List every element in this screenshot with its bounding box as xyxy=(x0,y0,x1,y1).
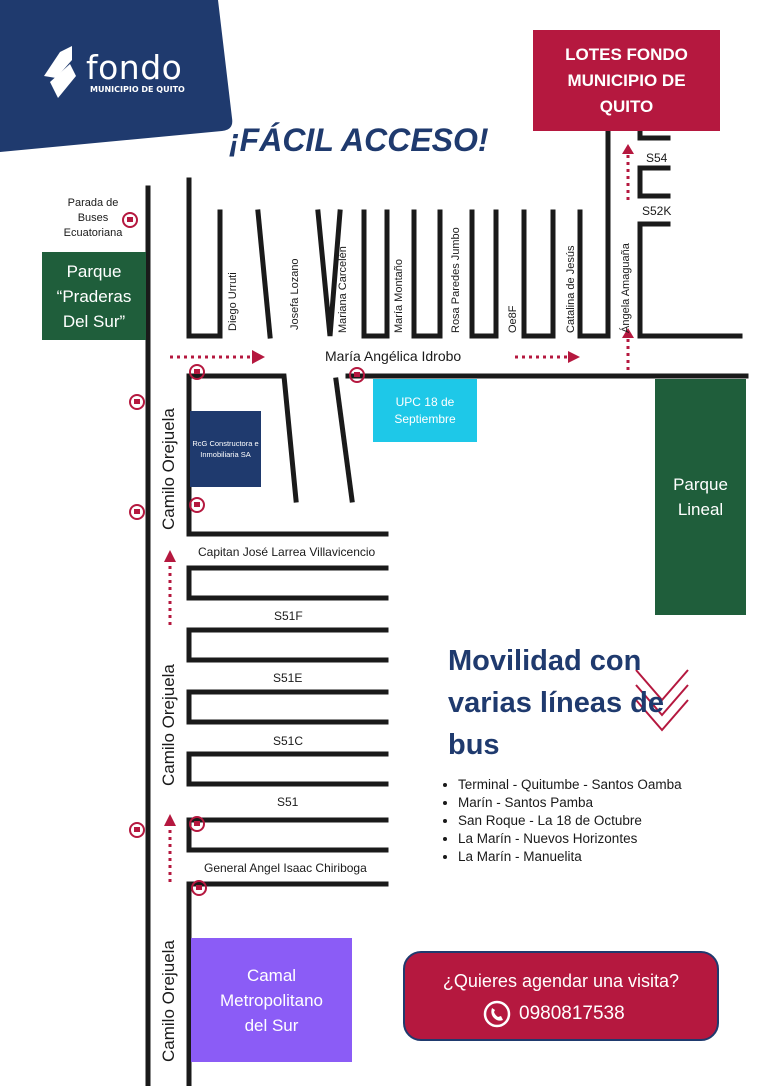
road-s51c-block xyxy=(186,689,389,725)
street-mariana: Mariana Carcelén xyxy=(337,246,349,333)
camal-box: Camal Metropolitano del Sur xyxy=(191,938,352,1062)
street-s51e: S51E xyxy=(273,671,303,685)
street-capitan: Capitan José Larrea Villavicencio xyxy=(198,545,376,559)
road-s54 xyxy=(637,165,671,199)
cta-question: ¿Quieres agendar una visita? xyxy=(442,971,680,991)
street-s52k: S52K xyxy=(642,204,672,218)
road-josefa-segment xyxy=(255,209,273,339)
street-josefa: Josefa Lozano xyxy=(289,258,301,330)
chevron-down-icon xyxy=(635,669,689,732)
street-maria-angelica: María Angélica Idrobo xyxy=(325,348,462,364)
bus-stop-label: Parada de Buses Ecuatoriana xyxy=(63,197,123,239)
road-rosa-paredes xyxy=(469,209,499,339)
road-diego-urruti xyxy=(186,177,223,339)
cta-phone[interactable]: 0980817538 xyxy=(519,1003,625,1024)
road-capitan-north xyxy=(186,373,389,537)
list-item: Terminal - Quitumbe - Santos Oamba xyxy=(458,776,682,794)
list-item: Marín - Santos Pamba xyxy=(458,794,682,812)
road-s51e-block xyxy=(186,627,389,663)
road-s51-block xyxy=(186,751,389,787)
lots-box: LOTES FONDO MUNICIPIO DE QUITO xyxy=(533,30,720,131)
road-maria-montano xyxy=(411,209,443,339)
dotted-arrow-icon xyxy=(168,152,630,882)
park-lineal-label: Parque Lineal xyxy=(673,475,728,519)
street-rosa: Rosa Paredes Jumbo xyxy=(450,227,462,333)
street-s51f: S51F xyxy=(274,609,303,623)
logo-icon xyxy=(44,46,76,98)
headline: ¡FÁCIL ACCESO! xyxy=(229,122,489,158)
upc-label: UPC 18 de Septiembre xyxy=(394,394,456,426)
road-s51-lower xyxy=(186,817,389,853)
road-upc-diagonal xyxy=(333,377,355,503)
mobility-title: Movilidad con varias líneas de bus xyxy=(448,645,665,761)
road-josefa-lozano xyxy=(315,209,343,337)
lots-box-text: LOTES FONDO MUNICIPIO DE QUITO xyxy=(565,44,688,116)
street-catalina: Catalina de Jesús xyxy=(565,245,577,333)
street-oe8f: Oe8F xyxy=(507,305,519,333)
brand-subtitle: MUNICIPIO DE QUITO xyxy=(90,85,185,94)
park-praderas-label: Parque “Praderas Del Sur” xyxy=(56,261,132,331)
road-oe8f xyxy=(521,209,556,339)
street-s54: S54 xyxy=(646,151,668,165)
constructora-label: RcG Constructora e Inmobiliaria SA xyxy=(192,439,259,459)
street-maria-montano: María Montaño xyxy=(393,259,405,333)
park-praderas: Parque “Praderas Del Sur” xyxy=(42,252,146,340)
whatsapp-icon xyxy=(483,1000,511,1028)
road-mariana-carcelen xyxy=(361,209,390,339)
constructora-box: RcG Constructora e Inmobiliaria SA xyxy=(190,411,261,487)
road-general-chiriboga xyxy=(186,881,389,1086)
route-list: Terminal - Quitumbe - Santos Oamba Marín… xyxy=(440,776,682,866)
street-general: General Angel Isaac Chiriboga xyxy=(204,861,367,875)
brand-name: fondo xyxy=(86,48,183,87)
list-item: La Marín - Nuevos Horizontes xyxy=(458,830,682,848)
street-angela: Ángela Amaguaña xyxy=(620,243,632,333)
street-s51c: S51C xyxy=(273,734,304,748)
arrow-heads xyxy=(164,144,634,826)
street-diego: Diego Urruti xyxy=(227,272,239,331)
road-catalina xyxy=(577,129,611,339)
road-s54-top xyxy=(637,129,671,141)
list-item: San Roque - La 18 de Octubre xyxy=(458,812,682,830)
street-camilo-bottom: Camilo Orejuela xyxy=(159,940,178,1062)
bus-stop-pin-icon xyxy=(122,212,365,896)
street-s51: S51 xyxy=(277,795,299,809)
street-camilo-top: Camilo Orejuela xyxy=(159,408,178,530)
header-banner xyxy=(0,0,233,152)
road-s52k xyxy=(637,221,743,339)
park-lineal: Parque Lineal xyxy=(655,379,746,615)
road-s51f-block xyxy=(186,565,389,601)
cta-box[interactable]: ¿Quieres agendar una visita? 0980817538 xyxy=(403,951,719,1041)
camal-label: Camal Metropolitano del Sur xyxy=(219,965,323,1035)
upc-box: UPC 18 de Septiembre xyxy=(373,379,477,442)
list-item: La Marín - Manuelita xyxy=(458,848,682,866)
road-block-east xyxy=(186,373,299,503)
roads xyxy=(145,129,749,1086)
street-camilo-middle: Camilo Orejuela xyxy=(159,664,178,786)
